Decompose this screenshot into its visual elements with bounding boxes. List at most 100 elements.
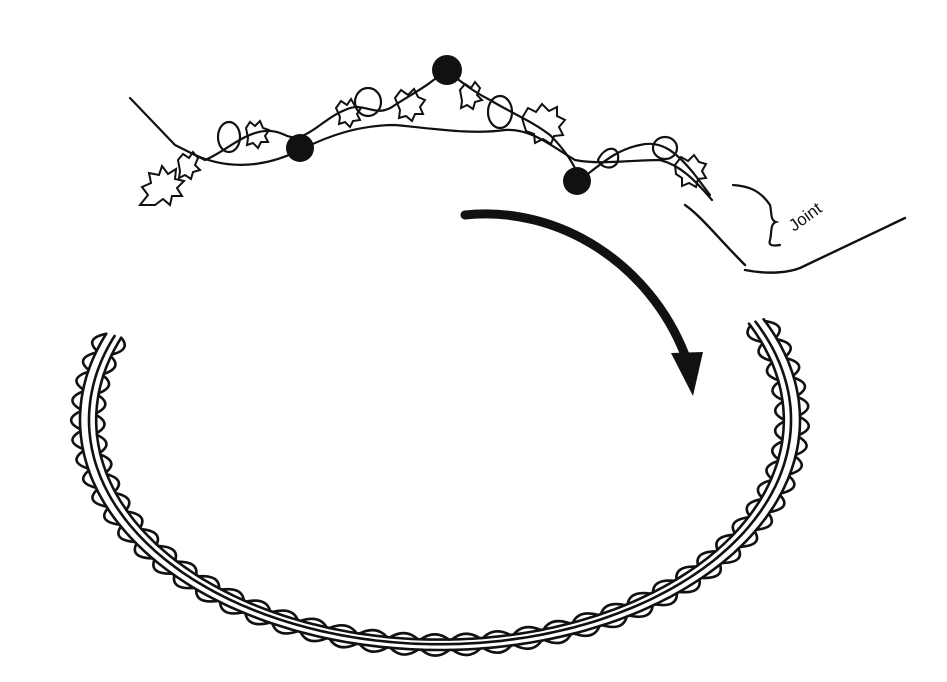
braid-inner-lobe xyxy=(419,633,451,641)
braid-outer-lobe xyxy=(700,563,723,580)
wire-end-right xyxy=(743,216,907,274)
braid-outer-lobe xyxy=(389,646,420,656)
braid-inner-lobe xyxy=(745,498,762,517)
braid-outer-lobe xyxy=(133,542,154,560)
braid-inner-lobe xyxy=(95,433,108,454)
braid-inner-lobe xyxy=(95,394,107,415)
braid-outer-lobe xyxy=(513,639,543,651)
braid-inner-lobe xyxy=(481,630,512,640)
wire-main xyxy=(203,68,712,197)
braid-inner-lobe xyxy=(388,631,420,641)
braid-outer-lobe xyxy=(572,624,601,638)
tuft xyxy=(393,87,427,123)
arrowhead xyxy=(671,352,703,396)
braid-outer-lobe xyxy=(172,573,196,590)
tuft xyxy=(137,163,186,207)
rotation-arrow xyxy=(460,209,703,396)
braid-inner-lobe xyxy=(197,574,221,590)
braid-outer-lobe xyxy=(299,630,329,643)
beads xyxy=(286,55,591,195)
joint-wire xyxy=(683,203,907,274)
braid-outer-lobe xyxy=(358,642,389,653)
braid-inner-lobe xyxy=(765,459,779,480)
braid-inner-lobe xyxy=(746,324,763,344)
joint-label: Joint xyxy=(785,199,825,236)
braid-inner-lobe xyxy=(715,533,735,551)
braid-inner-lobe xyxy=(126,510,144,529)
braid-outer-lobe xyxy=(739,530,759,549)
bead xyxy=(432,55,462,85)
braid-inner-lobe xyxy=(220,587,246,602)
braid-outer-lobe xyxy=(328,637,359,649)
braid-outer-lobe xyxy=(218,600,245,615)
braid-outer-lobe xyxy=(779,474,796,495)
wire-loop xyxy=(651,135,679,161)
braid-inner-lobe xyxy=(696,550,717,567)
braid-outer-lobe xyxy=(797,415,811,437)
braid-outer-lobe xyxy=(103,507,121,526)
braid-core-wire xyxy=(87,320,793,646)
bead xyxy=(563,167,591,195)
braid-inner-lobe xyxy=(731,516,750,535)
braid-inner-lobe xyxy=(358,628,389,639)
braid-outer-lobe xyxy=(792,376,807,397)
braid-outer-lobe xyxy=(81,469,98,490)
braid-inner-lobe xyxy=(756,479,772,499)
braid-inner-lobe xyxy=(765,361,780,382)
braid-inner-lobe xyxy=(245,599,272,613)
arrow-shaft xyxy=(460,209,690,360)
braid-outer-lobe xyxy=(720,547,742,565)
braid-outer-lobe xyxy=(600,615,628,629)
braid-outer-lobe xyxy=(420,648,451,657)
braid-outer-lobe xyxy=(482,644,513,654)
braid-inner-lobe xyxy=(271,609,300,622)
braid-outer-lobe xyxy=(796,395,810,417)
braid-inner-lobe xyxy=(626,591,652,606)
braid-outer-lobe xyxy=(653,591,679,607)
joint-bracket xyxy=(731,183,782,247)
braid-outer-lobe xyxy=(451,647,482,657)
braid-inner-lobe xyxy=(771,380,784,402)
braid-outer-lobe xyxy=(543,632,573,645)
braid-outer-lobe xyxy=(768,494,786,514)
tuft xyxy=(673,153,708,189)
braid-outer-lobe xyxy=(75,370,90,391)
braid-outer-lobe xyxy=(194,588,219,603)
braid-inner-lobe xyxy=(773,400,786,421)
wire-loop xyxy=(353,86,383,118)
braid-inner-lobe xyxy=(97,374,111,395)
braid-outer-lobe xyxy=(794,435,808,457)
joint-overlap xyxy=(683,203,747,267)
braid-inner-lobe xyxy=(110,336,127,356)
bead xyxy=(286,134,314,162)
braid-inner-lobe xyxy=(99,453,113,474)
braid-inner-lobe xyxy=(105,472,121,493)
fuzzy-tufts xyxy=(137,80,708,207)
braid-outer-lobe xyxy=(755,512,774,532)
braid-outer-lobe xyxy=(775,338,792,358)
braid-inner-lobe xyxy=(157,544,178,562)
braid-inner-lobe xyxy=(651,579,676,594)
braid-outer-lobe xyxy=(763,319,781,339)
tuft xyxy=(334,97,363,129)
braid-inner-lobe xyxy=(771,440,784,461)
braid-outer-lobe xyxy=(90,332,108,352)
wire-loop xyxy=(216,120,242,154)
beaded-wire xyxy=(128,68,714,202)
wire-loop xyxy=(596,147,620,169)
braid-outer-lobe xyxy=(152,558,174,576)
braid-inner-lobe xyxy=(328,624,358,635)
braid-inner-lobe xyxy=(95,413,106,435)
braid-outer-lobe xyxy=(244,612,271,626)
braid-inner-lobe xyxy=(512,625,542,636)
braid-inner-lobe xyxy=(114,491,131,512)
braid-outer-lobe xyxy=(71,390,85,411)
braid-outer-lobe xyxy=(69,410,82,431)
braid-inner-lobe xyxy=(599,602,627,616)
tuft xyxy=(520,102,567,146)
braid-inner-lobe xyxy=(757,342,773,363)
braid-inner-lobe xyxy=(571,612,600,624)
joint-annotation: Joint xyxy=(731,183,826,247)
braid-outer-lobe xyxy=(788,455,803,476)
